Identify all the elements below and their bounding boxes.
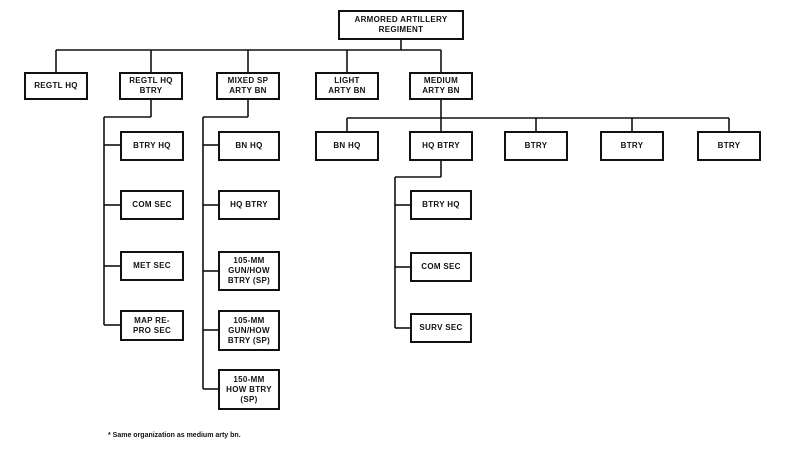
gun-how-btry-1-box: 105-MM GUN/HOW BTRY (SP) — [218, 251, 280, 291]
hq-btry-btry-hq-label: BTRY HQ — [422, 200, 460, 209]
map-repro-sec-label: MAP RE- PRO SEC — [132, 315, 172, 335]
armored-artillery-regiment-label: ARMORED ARTILLERY REGIMENT — [354, 15, 448, 34]
mixed-hq-btry-label: HQ BTRY — [230, 200, 268, 209]
how-btry-150-box: 150-MM HOW BTRY (SP) — [218, 369, 280, 410]
medium-btry-2-label: BTRY — [620, 141, 644, 150]
light-arty-bn-label: LIGHT ARTY BN — [328, 76, 366, 95]
medium-arty-bn-label: MEDIUM ARTY BN — [422, 76, 460, 95]
medium-hq-btry-box: HQ BTRY — [409, 131, 473, 161]
medium-bn-hq-label: BN HQ — [333, 141, 361, 150]
medium-arty-bn-box: MEDIUM ARTY BN — [409, 72, 473, 100]
regtl-com-sec-box: COM SEC — [120, 190, 184, 220]
hq-btry-com-sec-label: COM SEC — [421, 262, 461, 271]
medium-hq-btry-label: HQ BTRY — [422, 141, 460, 150]
map-repro-sec-box: MAP RE- PRO SEC — [120, 310, 184, 341]
surv-sec-box: SURV SEC — [410, 313, 472, 343]
gun-how-btry-1-label: 105-MM GUN/HOW BTRY (SP) — [227, 256, 271, 285]
mixed-hq-btry-box: HQ BTRY — [218, 190, 280, 220]
medium-bn-hq-box: BN HQ — [315, 131, 379, 161]
regtl-btry-hq-label: BTRY HQ — [133, 141, 171, 150]
regtl-hq-btry-label: REGTL HQ BTRY — [129, 76, 173, 95]
surv-sec-label: SURV SEC — [419, 323, 463, 332]
medium-btry-3-label: BTRY — [717, 141, 741, 150]
medium-btry-1-box: BTRY — [504, 131, 568, 161]
regtl-com-sec-label: COM SEC — [132, 200, 172, 209]
medium-btry-3-box: BTRY — [697, 131, 761, 161]
mixed-sp-arty-bn-label: MIXED SP ARTY BN — [227, 76, 269, 95]
hq-btry-com-sec-box: COM SEC — [410, 252, 472, 282]
how-btry-150-label: 150-MM HOW BTRY (SP) — [226, 374, 272, 404]
met-sec-label: MET SEC — [133, 261, 171, 270]
armored-artillery-regiment-box: ARMORED ARTILLERY REGIMENT — [338, 10, 464, 40]
regtl-hq-box: REGTL HQ — [24, 72, 88, 100]
gun-how-btry-2-label: 105-MM GUN/HOW BTRY (SP) — [227, 315, 271, 345]
mixed-sp-arty-bn-box: MIXED SP ARTY BN — [216, 72, 280, 100]
medium-btry-2-box: BTRY — [600, 131, 664, 161]
regtl-hq-label: REGTL HQ — [34, 81, 78, 90]
gun-how-btry-2-box: 105-MM GUN/HOW BTRY (SP) — [218, 310, 280, 351]
regtl-btry-hq-box: BTRY HQ — [120, 131, 184, 161]
regtl-hq-btry-box: REGTL HQ BTRY — [119, 72, 183, 100]
hq-btry-btry-hq-box: BTRY HQ — [410, 190, 472, 220]
light-arty-bn-box: LIGHT ARTY BN — [315, 72, 379, 100]
mixed-bn-hq-box: BN HQ — [218, 131, 280, 161]
footnote: * Same organization as medium arty bn. — [108, 432, 241, 439]
medium-btry-1-label: BTRY — [524, 141, 548, 150]
mixed-bn-hq-label: BN HQ — [235, 141, 263, 150]
met-sec-box: MET SEC — [120, 251, 184, 281]
